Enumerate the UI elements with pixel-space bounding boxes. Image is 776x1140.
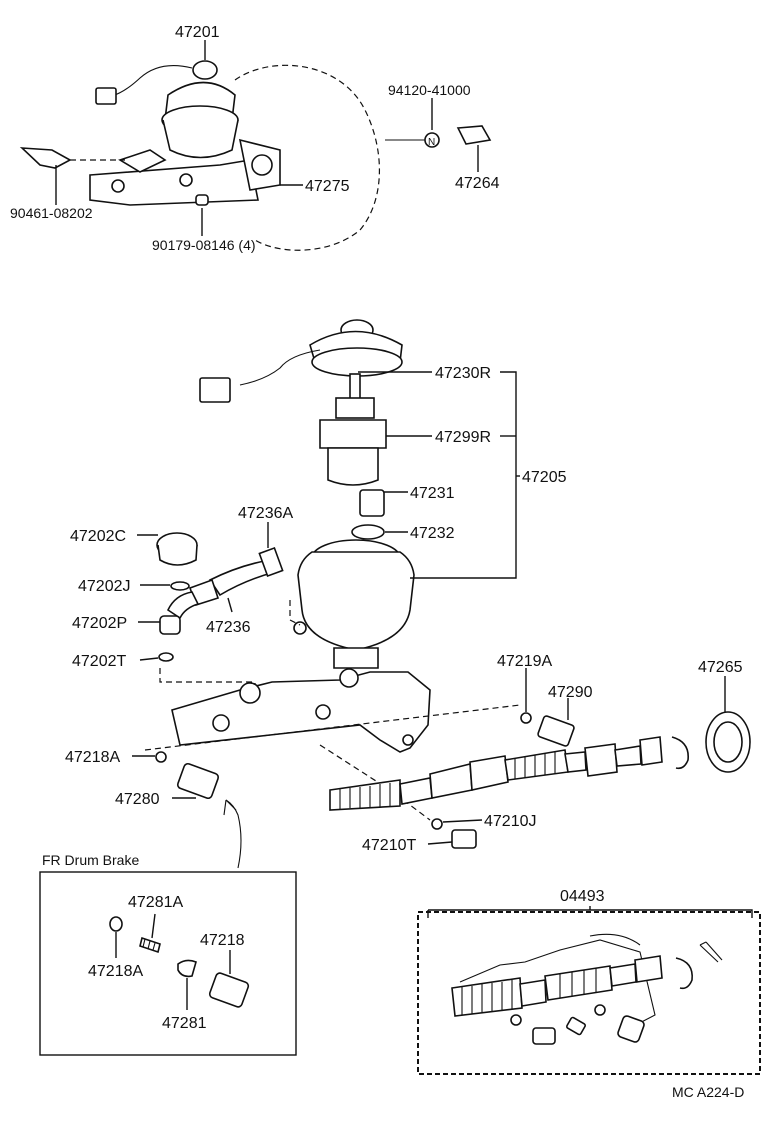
label-47202C: 47202C [70,528,126,545]
label-47275: 47275 [305,178,350,195]
hose-fittings: 47236A 47202C 47202J 47202P 47236 47202T [70,505,293,670]
label-47236A: 47236A [238,505,293,522]
reservoir-47201-drawing [95,60,239,159]
label-94120-41000: 94120-41000 [388,82,471,98]
leader-47210T [427,841,453,845]
reservoir-exploded: 47230R 47299R 47205 47231 47232 [199,319,567,669]
label-47290: 47290 [548,684,593,701]
label-47210T: 47210T [362,837,416,854]
master-cylinder-body: 47219A 47265 47290 47218A 47280 47210J 4… [65,600,751,869]
top-assembly: N 47201 94120-41000 90461-08202 47275 47… [10,24,500,253]
leader-47210J [442,819,483,823]
label-47230R: 47230R [435,365,491,382]
label-47210J: 47210J [484,813,537,830]
label-47219A: 47219A [497,653,552,670]
label-47218A-inset: 47218A [88,963,143,980]
label-47202P: 47202P [72,615,127,632]
label-47202J: 47202J [78,578,131,595]
kit-box [417,911,761,1075]
leader-47236 [227,597,233,613]
label-47201: 47201 [175,24,220,41]
fr-drum-brake-inset: FR Drum Brake 47281A 47218 47218A 47281 [39,852,297,1056]
label-47202T: 47202T [72,653,126,670]
label-90461-08202: 90461-08202 [10,205,93,221]
label-90179-08146: 90179-08146 (4) [152,237,256,253]
inset-box [39,871,297,1056]
label-47264: 47264 [455,175,500,192]
kit-04493: 04493 [417,888,761,1075]
label-47281: 47281 [162,1015,207,1032]
nut-and-clamp-drawing: N [195,125,492,206]
label-47218A: 47218A [65,749,120,766]
leader-47202T [139,657,159,661]
svg-text:N: N [428,137,435,148]
footer-code: MC A224-D [672,1084,744,1100]
label-47236: 47236 [206,619,251,636]
inset-title: FR Drum Brake [42,852,139,868]
label-47280: 47280 [115,791,160,808]
label-04493: 04493 [560,888,605,905]
label-47218: 47218 [200,932,245,949]
label-47299R: 47299R [435,429,491,446]
label-47231: 47231 [410,485,455,502]
label-47232: 47232 [410,525,455,542]
label-47281A: 47281A [128,894,183,911]
leader-47205-bracket [410,371,517,579]
master-cylinder-top-drawing [19,138,281,206]
booster-outline [234,64,380,251]
label-47265: 47265 [698,659,743,676]
label-47205: 47205 [522,469,567,486]
leader-47281A [151,913,156,939]
